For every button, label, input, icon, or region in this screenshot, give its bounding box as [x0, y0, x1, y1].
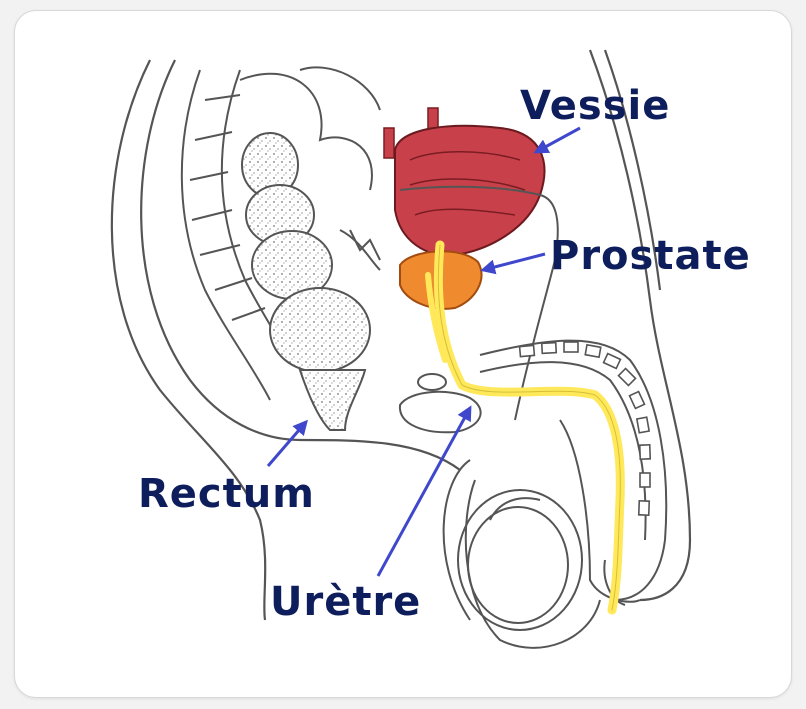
pubic-bone: [400, 374, 481, 432]
arrow-prostate: [483, 254, 545, 270]
label-vessie: Vessie: [520, 86, 670, 126]
penis-outline: [480, 341, 666, 605]
testis: [444, 460, 600, 648]
label-prostate: Prostate: [550, 236, 751, 276]
arrow-uretre: [378, 408, 470, 576]
corpus-stripes: [520, 342, 651, 515]
label-rectum: Rectum: [138, 474, 315, 514]
arrow-rectum: [268, 422, 306, 466]
arrow-vessie: [536, 128, 580, 152]
label-uretre: Urètre: [270, 582, 421, 622]
